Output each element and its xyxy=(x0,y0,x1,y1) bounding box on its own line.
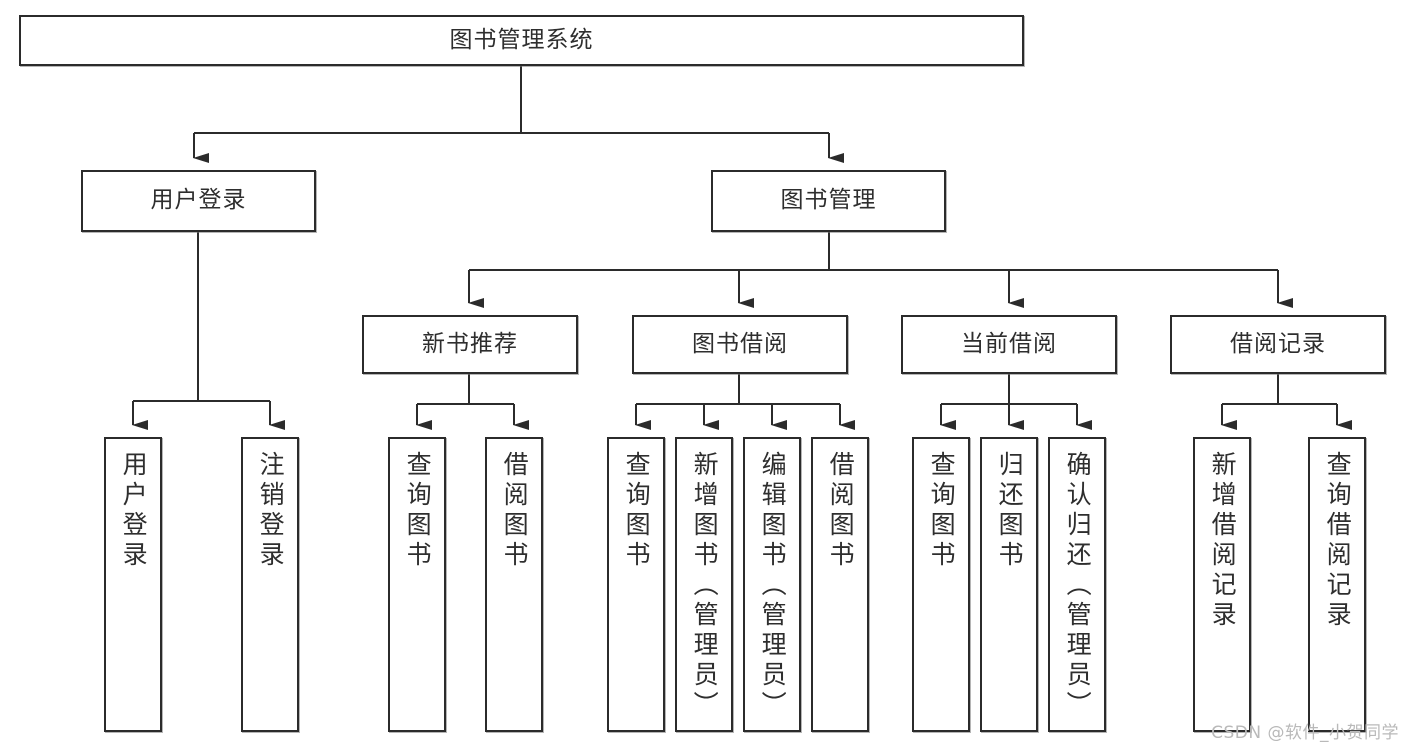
node-label: 查询借阅记录 xyxy=(1323,451,1353,631)
node-label: 新增图书（管理员） xyxy=(690,451,720,721)
node-label: 查询图书 xyxy=(622,451,652,571)
node-borrow-record[interactable]: 借阅记录 xyxy=(1170,315,1386,374)
node-leaf-borrow-edit-book-admin[interactable]: 编辑图书（管理员） xyxy=(743,437,801,732)
node-label: 图书管理系统 xyxy=(449,26,594,53)
node-label: 注销登录 xyxy=(256,451,286,571)
node-label: 借阅记录 xyxy=(1230,330,1326,357)
node-label: 用户登录 xyxy=(119,451,149,571)
node-current-borrow[interactable]: 当前借阅 xyxy=(901,315,1117,374)
node-leaf-recommend-query-book[interactable]: 查询图书 xyxy=(388,437,446,732)
node-label: 图书管理 xyxy=(780,187,877,214)
node-user-login[interactable]: 用户登录 xyxy=(81,170,316,232)
node-book-management[interactable]: 图书管理 xyxy=(711,170,946,232)
node-leaf-record-add-record[interactable]: 新增借阅记录 xyxy=(1193,437,1251,732)
node-label: 借阅图书 xyxy=(500,451,530,571)
node-label: 新增借阅记录 xyxy=(1208,451,1238,631)
node-label: 编辑图书（管理员） xyxy=(758,451,788,721)
node-label: 确认归还（管理员） xyxy=(1063,451,1093,721)
watermark: CSDN @软件_小贺同学 xyxy=(1211,723,1399,743)
node-leaf-user-login-login[interactable]: 用户登录 xyxy=(104,437,162,732)
node-leaf-borrow-borrow-book[interactable]: 借阅图书 xyxy=(811,437,869,732)
node-label: 借阅图书 xyxy=(826,451,856,571)
node-leaf-current-return-book[interactable]: 归还图书 xyxy=(980,437,1038,732)
node-leaf-borrow-query-book[interactable]: 查询图书 xyxy=(607,437,665,732)
node-leaf-current-confirm-return-admin[interactable]: 确认归还（管理员） xyxy=(1048,437,1106,732)
node-leaf-recommend-borrow-book[interactable]: 借阅图书 xyxy=(485,437,543,732)
node-new-book-recommend[interactable]: 新书推荐 xyxy=(362,315,578,374)
node-label: 当前借阅 xyxy=(961,330,1057,357)
node-label: 查询图书 xyxy=(927,451,957,571)
node-book-borrow[interactable]: 图书借阅 xyxy=(632,315,848,374)
node-label: 用户登录 xyxy=(150,187,247,214)
node-label: 归还图书 xyxy=(995,451,1025,571)
node-label: 查询图书 xyxy=(403,451,433,571)
node-label: 图书借阅 xyxy=(692,330,788,357)
node-root-book-management-system[interactable]: 图书管理系统 xyxy=(19,15,1024,66)
node-leaf-user-login-logout[interactable]: 注销登录 xyxy=(241,437,299,732)
node-leaf-borrow-add-book-admin[interactable]: 新增图书（管理员） xyxy=(675,437,733,732)
node-leaf-current-query-book[interactable]: 查询图书 xyxy=(912,437,970,732)
node-leaf-record-query-record[interactable]: 查询借阅记录 xyxy=(1308,437,1366,732)
node-label: 新书推荐 xyxy=(422,330,518,357)
